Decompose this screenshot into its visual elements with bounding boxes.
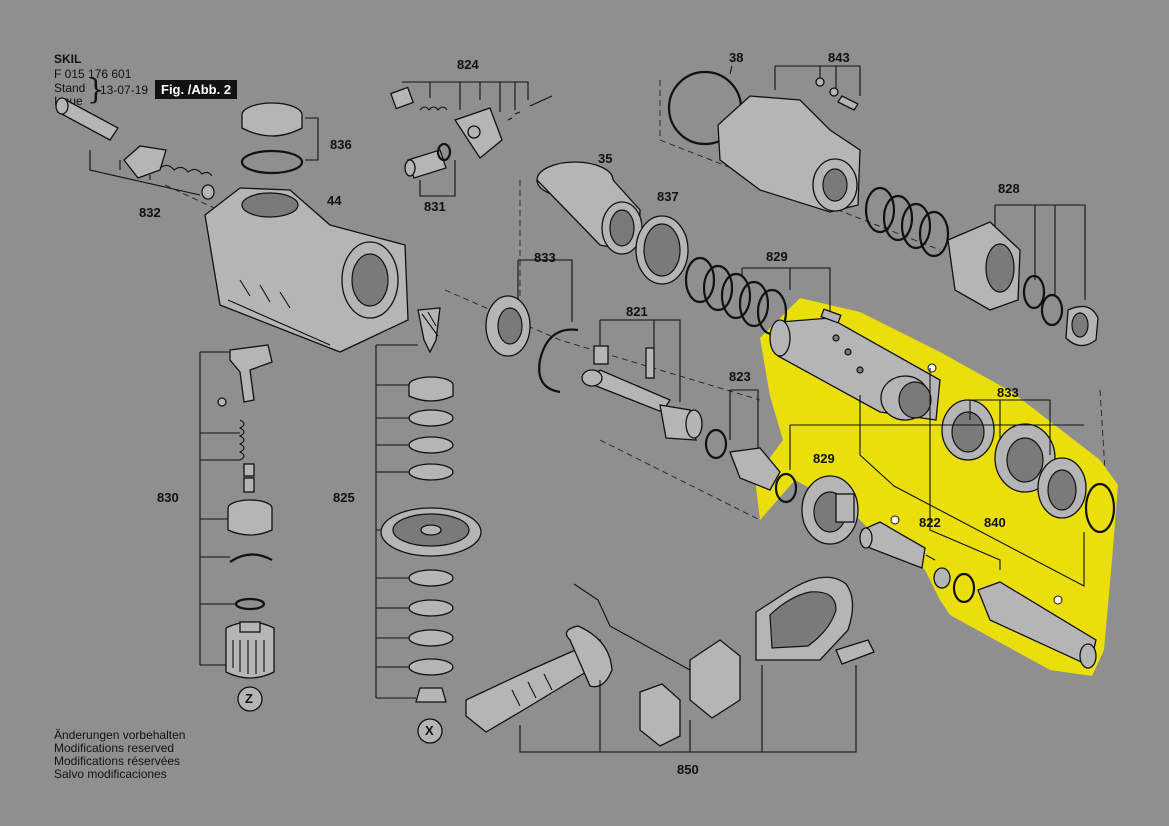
part-828-assembly: [864, 186, 1099, 347]
part-843-body: [717, 65, 861, 213]
part-840-cylinder: [769, 308, 941, 421]
part-44-housing: [204, 187, 409, 353]
note-de: Änderungen vorbehalten: [54, 728, 186, 742]
part-823: [704, 389, 781, 491]
part-830-stack: [199, 344, 275, 712]
part-35-sleeve: [536, 161, 643, 255]
figure-badge: Fig. /Abb. 2: [155, 80, 238, 99]
part-831: [404, 142, 456, 197]
part-833-right: [941, 399, 1116, 534]
note-fr: Modifications réservées: [54, 754, 181, 768]
brace-glyph: }: [87, 73, 105, 106]
part-822-pin: [859, 515, 951, 589]
part-821-conrod: [581, 319, 703, 441]
note-en: Modifications reserved: [54, 741, 175, 755]
part-836: [240, 102, 319, 175]
part-850-handle: [465, 576, 875, 753]
part-829-springs: [684, 256, 831, 336]
modification-notes: Änderungen vorbehalten Modifications res…: [54, 729, 185, 781]
part-number: F 015 176 601: [54, 67, 132, 81]
part-837-ring-inner: [643, 223, 681, 277]
part-825-stack: [375, 307, 482, 744]
part-833-left: [485, 259, 579, 394]
part-840-toolholder: [789, 368, 1097, 669]
note-es: Salvo modificaciones: [54, 767, 167, 781]
stand-label: Stand: [54, 81, 86, 95]
part-824: [389, 81, 553, 159]
brand-label: SKIL: [54, 52, 82, 66]
part-829-gear: [774, 472, 859, 545]
issue-date: 13-07-19: [100, 83, 149, 97]
part-832-assembly: [55, 97, 215, 200]
